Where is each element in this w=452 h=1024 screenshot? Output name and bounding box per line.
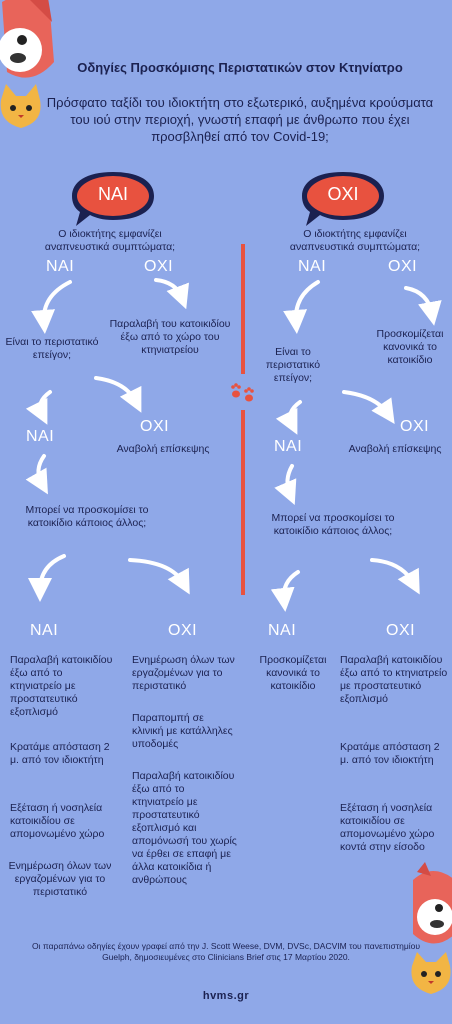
left-yes-3-item: Ενημέρωση όλων των εργαζομένων για το πε… xyxy=(8,860,112,898)
dog-icon xyxy=(413,862,452,944)
cat-icon xyxy=(0,84,41,128)
right-yes-1: ΝΑΙ xyxy=(298,258,327,275)
dog-icon xyxy=(0,0,54,78)
speech-bubble-icon xyxy=(72,172,154,226)
left-no-3-item: Παραπομπή σε κλινική με κατάλληλες υποδο… xyxy=(132,712,233,750)
right-question-symptoms: Ο ιδιοκτήτης εμφανίζει αναπνευστικά συμπ… xyxy=(289,228,421,253)
left-yes-2: ΝΑΙ xyxy=(26,428,55,445)
main-question: Πρόσφατο ταξίδι του ιδιοκτήτη στο εξωτερ… xyxy=(46,95,434,144)
left-yes-1: ΝΑΙ xyxy=(46,258,75,275)
left-no-3-item: Παραλαβή κατοικιδίου έξω από το κτηνιατρ… xyxy=(132,770,237,886)
site-link[interactable]: hvms.gr xyxy=(202,990,250,1002)
right-yes-3: ΝΑΙ xyxy=(268,622,297,639)
right-no-2: ΟΧΙ xyxy=(400,418,430,435)
left-no-3-item: Ενημέρωση όλων των εργαζομένων για το πε… xyxy=(132,654,235,692)
left-no-3: ΟΧΙ xyxy=(168,622,198,639)
page-title: Οδηγίες Προσκόμισης Περιστατικών στον Κτ… xyxy=(77,60,403,75)
cat-icon xyxy=(411,952,451,994)
left-yes-3-item: Παραλαβή κατοικιδίου έξω από το κτηνιατρ… xyxy=(10,654,113,718)
right-no-3-item: Εξέταση ή νοσηλεία κατοικιδίου σε απομον… xyxy=(340,802,435,853)
left-yes-3: ΝΑΙ xyxy=(30,622,59,639)
left-no-1-text: Παραλαβή του κατοικιδίου έξω από το χώρο… xyxy=(109,318,231,356)
left-yes-3-item: Κρατάμε απόσταση 2 μ. από τον ιδιοκτήτη xyxy=(10,741,110,766)
right-no-3-item: Κρατάμε απόσταση 2 μ. από τον ιδιοκτήτη xyxy=(340,741,440,766)
divider-line xyxy=(241,410,245,595)
right-question-someone-else: Μπορεί να προσκομίσει το κατοικίδιο κάπο… xyxy=(271,512,395,537)
right-question-urgent: Είναι το περιστατικό επείγον; xyxy=(265,346,321,384)
right-no-3-item: Παραλαβή κατοικιδίου έξω από το κτηνιατρ… xyxy=(340,654,448,705)
right-no-1: ΟΧΙ xyxy=(388,258,418,275)
left-yes-3-item: Εξέταση ή νοσηλεία κατοικιδίου σε απομον… xyxy=(10,802,105,840)
paw-icon xyxy=(231,383,254,402)
left-no-1: ΟΧΙ xyxy=(144,258,174,275)
left-question-symptoms: Ο ιδιοκτήτης εμφανίζει αναπνευστικά συμπ… xyxy=(44,228,176,253)
no-bubble-label: ΟΧΙ xyxy=(327,184,359,204)
right-yes-3-text: Προσκομίζεται κανονικά το κατοικίδιο xyxy=(259,654,327,692)
right-no-1-text: Προσκομίζεται κανονικά το κατοικίδιο xyxy=(376,328,444,366)
speech-bubble-icon xyxy=(302,172,384,226)
source-footer: Οι παραπάνω οδηγίες έχουν γραφεί από την… xyxy=(32,941,420,962)
right-no-3: ΟΧΙ xyxy=(386,622,416,639)
left-no-2: ΟΧΙ xyxy=(140,418,170,435)
left-no-2-text: Αναβολή επίσκεψης xyxy=(116,443,210,455)
left-question-someone-else: Μπορεί να προσκομίσει το κατοικίδιο κάπο… xyxy=(25,504,149,529)
divider-line xyxy=(241,244,245,374)
right-no-2-text: Αναβολή επίσκεψης xyxy=(348,443,442,455)
yes-bubble-label: ΝΑΙ xyxy=(97,184,128,204)
right-yes-2: ΝΑΙ xyxy=(274,438,303,455)
left-question-urgent: Είναι το περιστατικό επείγον; xyxy=(5,336,99,361)
